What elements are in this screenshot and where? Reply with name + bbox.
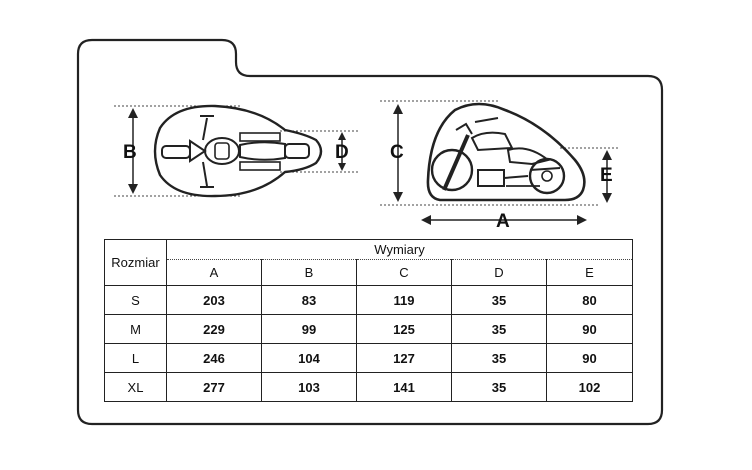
dimension-label-d: D xyxy=(335,142,349,163)
card-outline xyxy=(76,38,664,426)
value-cell: 35 xyxy=(451,314,547,344)
table-row: XL 277 103 141 35 102 xyxy=(104,372,634,402)
value-cell: 103 xyxy=(261,372,357,402)
value-cell: 99 xyxy=(261,314,357,344)
table-row: M 229 99 125 35 90 xyxy=(104,314,634,344)
size-column-header: Rozmiar xyxy=(104,239,167,286)
table-row: S 203 83 119 35 80 xyxy=(104,285,634,315)
top-cover-outline xyxy=(153,104,323,198)
side-cover-outline xyxy=(426,102,586,202)
value-cell: 35 xyxy=(451,372,547,402)
value-cell: 119 xyxy=(356,285,452,315)
table-row: L 246 104 127 35 90 xyxy=(104,343,634,373)
column-header-a: A xyxy=(166,259,262,286)
dimension-label-e: E xyxy=(600,165,613,186)
column-header-c: C xyxy=(356,259,452,286)
value-cell: 104 xyxy=(261,343,357,373)
value-cell: 229 xyxy=(166,314,262,344)
size-cell: M xyxy=(104,314,167,344)
value-cell: 125 xyxy=(356,314,452,344)
value-cell: 246 xyxy=(166,343,262,373)
dimensions-header: Wymiary xyxy=(165,239,634,260)
value-cell: 127 xyxy=(356,343,452,373)
value-cell: 35 xyxy=(451,285,547,315)
value-cell: 203 xyxy=(166,285,262,315)
size-cell: S xyxy=(104,285,167,315)
size-cell: XL xyxy=(104,372,167,402)
value-cell: 80 xyxy=(545,285,634,315)
dimension-label-c: C xyxy=(390,142,404,163)
value-cell: 277 xyxy=(166,372,262,402)
value-cell: 83 xyxy=(261,285,357,315)
size-cell: L xyxy=(104,343,167,373)
column-header-b: B xyxy=(261,259,357,286)
value-cell: 90 xyxy=(545,343,634,373)
top-view-diagram xyxy=(114,104,358,198)
column-header-e: E xyxy=(545,259,634,286)
size-table: Rozmiar Wymiary A B C D E S 203 83 119 3… xyxy=(104,239,634,402)
side-view-diagram xyxy=(380,100,620,225)
value-cell: 141 xyxy=(356,372,452,402)
value-cell: 90 xyxy=(545,314,634,344)
dimension-label-a: A xyxy=(496,211,510,232)
column-header-d: D xyxy=(451,259,547,286)
dimension-label-b: B xyxy=(123,142,137,163)
value-cell: 102 xyxy=(545,372,634,402)
value-cell: 35 xyxy=(451,343,547,373)
